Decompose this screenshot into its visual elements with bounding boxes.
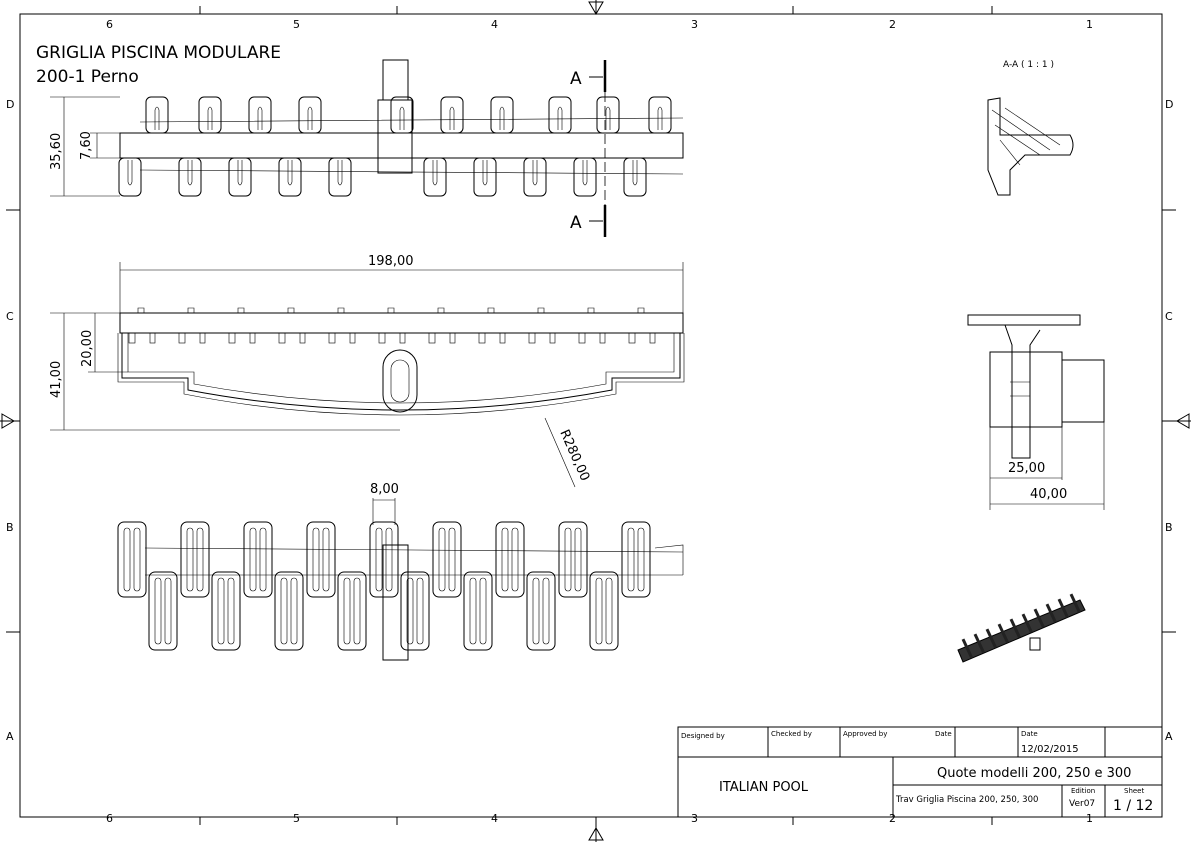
company-name: ITALIAN POOL [719,780,809,795]
zone-row-label: D [1165,98,1173,111]
drawing-frame [19,13,1163,818]
zone-row-label: B [6,521,14,534]
dimension-top-bar [90,132,120,159]
zone-column-label: 6 [106,812,113,825]
section-marker-top: A [570,60,607,92]
dimension-front-height [50,312,400,431]
section-letter: A [570,213,582,233]
date-label: Date [935,730,952,738]
drawing-title: Quote modelli 200, 250 e 300 [937,766,1131,781]
zone-row-label: A [1165,730,1173,743]
dimension-label: 25,00 [1008,461,1045,476]
dimension-top-height [50,96,120,197]
dimension-label: 7,60 [79,131,94,160]
section-view-label: A-A ( 1 : 1 ) [1003,60,1054,70]
zone-row-label: C [1165,310,1173,323]
sheet-value: 1 / 12 [1113,798,1153,814]
side-view [967,314,1105,459]
title-block: Designed by Checked by Approved by Date … [677,726,1163,818]
zone-column-label: 6 [106,18,113,31]
edition-value: Ver07 [1069,799,1095,809]
zone-row-label: C [6,310,14,323]
zone-row-label: D [6,98,14,111]
drawing-title-line1: GRIGLIA PISCINA MODULARE [36,43,281,63]
dimension-label: 35,60 [49,133,64,170]
dimension-side [989,422,1105,510]
drawing-title-line2: 200-1 Perno [36,67,139,87]
dimension-front-length [119,262,684,313]
zone-row-label: A [6,730,14,743]
section-marker-bottom: A [570,205,607,237]
zone-column-label: 1 [1086,18,1093,31]
zone-column-label: 4 [491,18,498,31]
top-view [118,59,684,197]
zone-column-label: 5 [293,18,300,31]
dimension-label: 8,00 [370,482,399,497]
zone-column-label: 2 [889,18,896,31]
checked-by-label: Checked by [771,730,812,738]
zone-column-label: 5 [293,812,300,825]
date-label: Date [1021,730,1038,738]
file-name: Trav Griglia Piscina 200, 250, 300 [895,795,1038,805]
date-value: 12/02/2015 [1021,744,1079,755]
sheet-label: Sheet [1124,787,1144,795]
zone-column-label: 4 [491,812,498,825]
isometric-view [957,593,1086,663]
dimension-label: 41,00 [49,361,64,398]
dimension-label: 198,00 [368,254,414,269]
zone-column-label: 1 [1086,812,1093,825]
dimension-label: 20,00 [80,330,95,367]
zone-column-label: 2 [889,812,896,825]
zone-column-label: 3 [691,812,698,825]
approved-by-label: Approved by [843,730,887,738]
dimension-tooth-width [372,498,396,525]
zone-row-label: B [1165,521,1173,534]
section-view-a-a [987,97,1074,196]
radius-leader [544,417,576,488]
dimension-label: 40,00 [1030,487,1067,502]
edition-label: Edition [1071,787,1095,795]
zone-column-label: 3 [691,18,698,31]
bottom-view [117,521,684,661]
designed-by-label: Designed by [681,732,725,740]
front-view [117,307,685,416]
section-letter: A [570,69,582,89]
dimension-label: R280,00 [556,428,592,484]
